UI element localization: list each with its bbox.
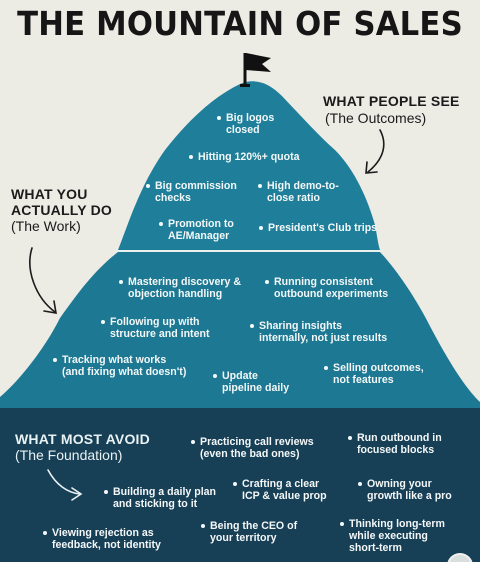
foundation-item: Run outbound in focused blocks <box>348 432 442 456</box>
bullet-icon <box>259 226 263 230</box>
outcome-item: President's Club trips <box>259 222 378 234</box>
bullet-icon <box>213 374 217 378</box>
item-line: Thinking long-term <box>349 518 445 530</box>
item-line: outbound experiments <box>274 288 389 300</box>
item-line: Tracking what works <box>62 354 167 366</box>
item-line: closed <box>226 124 260 136</box>
item-line: Hitting 120%+ quota <box>198 151 300 163</box>
page-title: THE MOUNTAIN OF SALES <box>17 4 463 43</box>
work-item: Following up with structure and intent <box>101 316 210 340</box>
bullet-icon <box>146 184 150 188</box>
work-item: Selling outcomes, not features <box>324 362 424 386</box>
work-heading-line2: ACTUALLY DO <box>11 202 112 218</box>
bullet-icon <box>101 320 105 324</box>
flag-icon <box>240 53 271 87</box>
item-line: ICP & value prop <box>242 490 327 502</box>
bullet-icon <box>250 324 254 328</box>
item-line: and sticking to it <box>113 498 198 510</box>
item-line: High demo-to- <box>267 180 339 192</box>
item-line: (and fixing what doesn't) <box>62 366 187 378</box>
work-item: Running consistent outbound experiments <box>265 276 389 300</box>
item-line: short-term <box>349 542 402 554</box>
bullet-icon <box>217 116 221 120</box>
item-line: Crafting a clear <box>242 478 320 490</box>
outcome-item: Hitting 120%+ quota <box>189 151 300 163</box>
arrow-icon <box>365 129 385 174</box>
item-line: close ratio <box>267 192 320 204</box>
item-line: Being the CEO of <box>210 520 298 532</box>
foundation-item: Owning your growth like a pro <box>358 478 452 502</box>
bullet-icon <box>104 490 108 494</box>
item-line: focused blocks <box>357 444 435 456</box>
foundation-heading: WHAT MOST AVOID <box>15 431 150 447</box>
item-line: your territory <box>210 532 277 544</box>
foundation-item: Thinking long-term while executing short… <box>340 518 445 554</box>
arrow-icon <box>47 469 83 501</box>
bullet-icon <box>191 440 195 444</box>
outcomes-heading: WHAT PEOPLE SEE <box>323 93 460 109</box>
item-line: President's Club trips <box>268 222 378 234</box>
bullet-icon <box>358 482 362 486</box>
work-item: Update pipeline daily <box>213 370 290 394</box>
work-heading-line1: WHAT YOU <box>11 186 88 202</box>
bullet-icon <box>119 280 123 284</box>
bullet-icon <box>189 155 193 159</box>
item-line: while executing <box>349 530 428 542</box>
outcome-item: High demo-to- close ratio <box>258 180 339 204</box>
item-line: internally, not just results <box>259 332 388 344</box>
item-line: Following up with <box>110 316 200 328</box>
item-line: feedback, not identity <box>52 539 161 551</box>
bullet-icon <box>159 222 163 226</box>
bullet-icon <box>233 482 237 486</box>
item-line: Big logos <box>226 112 275 124</box>
item-line: Owning your <box>367 478 432 490</box>
item-line: Update <box>222 370 258 382</box>
item-line: checks <box>155 192 191 204</box>
outcome-item: Promotion to AE/Manager <box>159 218 234 242</box>
work-item: Sharing insights internally, not just re… <box>250 320 388 344</box>
arrow-icon <box>29 247 57 314</box>
item-line: Running consistent <box>274 276 373 288</box>
bullet-icon <box>340 522 344 526</box>
foundation-item: Being the CEO of your territory <box>201 520 298 544</box>
item-line: objection handling <box>128 288 223 300</box>
bullet-icon <box>201 524 205 528</box>
outcome-item: Big commission checks <box>146 180 237 204</box>
foundation-subheading: (The Foundation) <box>15 447 123 463</box>
work-item: Tracking what works (and fixing what doe… <box>53 354 187 378</box>
item-line: Mastering discovery & <box>128 276 242 288</box>
item-line: (even the bad ones) <box>200 448 300 460</box>
item-line: Building a daily plan <box>113 486 217 498</box>
item-line: growth like a pro <box>367 490 452 502</box>
bullet-icon <box>53 358 57 362</box>
bullet-icon <box>324 366 328 370</box>
item-line: Selling outcomes, <box>333 362 424 374</box>
work-item: Mastering discovery & objection handling <box>119 276 242 300</box>
foundation-item: Crafting a clear ICP & value prop <box>233 478 327 502</box>
foundation-item: Practicing call reviews (even the bad on… <box>191 436 314 460</box>
item-line: AE/Manager <box>168 230 230 242</box>
item-line: Sharing insights <box>259 320 342 332</box>
item-line: Practicing call reviews <box>200 436 314 448</box>
outcome-item: Big logos closed <box>217 112 275 136</box>
bullet-icon <box>348 436 352 440</box>
item-line: Run outbound in <box>357 432 442 444</box>
outcomes-subheading: (The Outcomes) <box>325 110 427 126</box>
bullet-icon <box>43 531 47 535</box>
item-line: not features <box>333 374 394 386</box>
work-subheading: (The Work) <box>11 218 81 234</box>
foundation-item: Viewing rejection as feedback, not ident… <box>43 527 161 551</box>
mountain-peak <box>118 81 380 250</box>
foundation-item: Building a daily plan and sticking to it <box>104 486 217 510</box>
bullet-icon <box>265 280 269 284</box>
item-line: pipeline daily <box>222 382 290 394</box>
item-line: Viewing rejection as <box>52 527 154 539</box>
item-line: structure and intent <box>110 328 210 340</box>
item-line: Big commission <box>155 180 237 192</box>
foundation-block <box>0 408 480 562</box>
bullet-icon <box>258 184 262 188</box>
item-line: Promotion to <box>168 218 234 230</box>
mountain-base <box>0 252 480 408</box>
